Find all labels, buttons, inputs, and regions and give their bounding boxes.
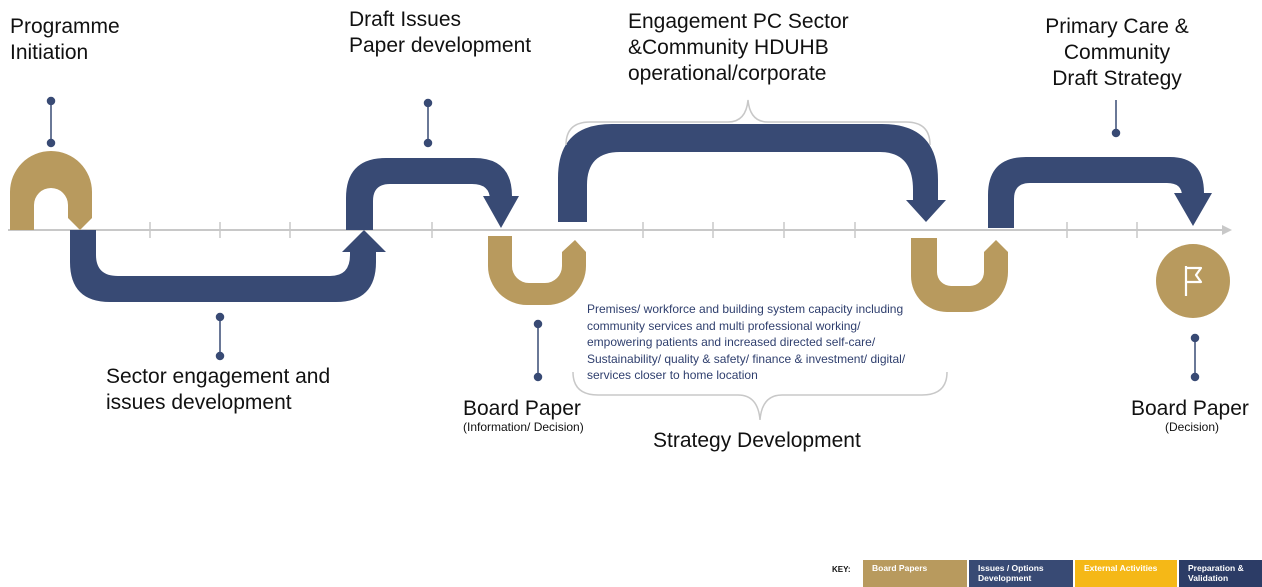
key-issues-options: Issues / Options Development: [969, 560, 1073, 587]
draft-issues-label: Draft Issues Paper development: [349, 8, 532, 57]
board-paper-2-subtitle: (Decision): [1165, 420, 1220, 434]
strategy-development-label: Strategy Development: [653, 429, 861, 452]
engagement-bracket: [565, 99, 931, 146]
board-paper-1-title: Board Paper: [463, 397, 581, 420]
timeline-axis-arrowhead: [1222, 225, 1232, 235]
engagement-arrow: [558, 124, 946, 222]
key-board-papers: Board Papers: [863, 560, 967, 587]
board-paper-2-title: Board Paper: [1131, 397, 1249, 420]
key-preparation-validation: Preparation & Validation: [1179, 560, 1262, 587]
strategy-detail-text: Premises/ workforce and building system …: [587, 302, 906, 382]
key-external-activities: External Activities: [1075, 560, 1177, 587]
initiation-arch-shape: [10, 151, 92, 230]
strategy-u-shape: [911, 238, 1008, 312]
connector-lines: [46, 96, 1200, 382]
programme-initiation-label: Programme Initiation: [10, 15, 120, 64]
timeline-ticks: [149, 222, 1138, 238]
flag-icon: [1184, 266, 1203, 296]
board-paper-1-u-shape: [488, 236, 586, 305]
primary-care-label: Primary Care & Community Draft Strategy: [1045, 15, 1189, 90]
key-title: KEY:: [832, 565, 851, 574]
engagement-label: Engagement PC Sector &Community HDUHB op…: [628, 10, 849, 85]
sector-engagement-label: Sector engagement and issues development: [106, 365, 331, 414]
primary-care-arrow: [988, 157, 1212, 228]
draft-issues-arrow: [346, 158, 519, 230]
strategy-bracket: [572, 371, 948, 421]
sector-engagement-arrow: [70, 230, 386, 302]
board-paper-1-subtitle: (Information/ Decision): [463, 420, 584, 434]
